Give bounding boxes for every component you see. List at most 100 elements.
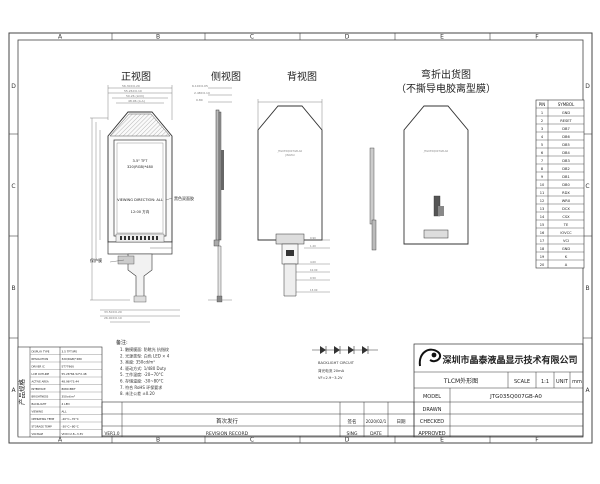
pin-symbol: DB6 [562, 135, 570, 139]
pin-symbol: DB2 [562, 167, 570, 171]
note-line: 2. 光源类型: 白色 LED × 4 [120, 352, 170, 358]
scale-value: 1:1 [541, 379, 549, 385]
row-label: B [11, 285, 15, 292]
pin-symbol: WRX [562, 199, 571, 203]
col-label: D [345, 34, 350, 41]
pin-number: 6 [541, 151, 544, 155]
svg-text:13.00: 13.00 [310, 288, 318, 292]
note-line: 6. 存储温度: -30~80°C [120, 378, 164, 384]
svg-text:0.50: 0.50 [310, 276, 316, 280]
unit-label: UNIT [556, 379, 569, 385]
bent-view-subtitle: （不撕导电胶离型膜） [396, 82, 496, 95]
pin-symbol: DB7 [562, 127, 570, 131]
note-line: 7. 符合 RoHS 环保要求 [120, 384, 162, 390]
checked-label: CHECKED [420, 419, 444, 425]
spec-value: 48.96*73.44 [62, 379, 80, 383]
pin-header: PIN [539, 102, 546, 107]
svg-text:55.26±0.10: 55.26±0.10 [124, 89, 142, 93]
note-line: 5. 工作温度: -20~70°C [120, 371, 164, 377]
spec-key: VIEWING [32, 409, 43, 413]
col-label: E [440, 437, 444, 444]
spec-value: 3.5 TFT/IPS [62, 349, 78, 353]
pin-symbol: DB3 [562, 159, 570, 163]
spec-key: VOLTAGE [32, 432, 44, 436]
front-view-title: 正视图 [121, 70, 151, 83]
spec-value: 350cd/m² [62, 394, 75, 398]
spec-value: 4 LED [62, 402, 70, 406]
note-line: 1. 触摸膜面: 防眩光 抗指纹 [120, 346, 169, 352]
svg-text:6.10±0.05: 6.10±0.05 [192, 84, 208, 88]
revision-record: REVISION RECORD [206, 431, 249, 437]
date-cn: 日期 [397, 419, 406, 425]
pin-number: 15 [540, 223, 545, 227]
front-view: 56.30±0.20 55.26±0.10 50.26 (LCD) 48.96 … [90, 84, 194, 323]
model-value: JTG035Q007GB-A0 [489, 394, 542, 400]
pin-number: 10 [540, 183, 545, 187]
symbol-header: SYMBOL [558, 102, 575, 107]
date-label: DATE [370, 431, 382, 437]
row-label: A [585, 387, 590, 394]
col-label: E [440, 34, 444, 41]
row-label: D [585, 83, 590, 90]
pin-number: 5 [541, 143, 543, 147]
spec-key: STORAGE TEMP [32, 424, 53, 428]
note-line: 3. 亮度: 350cd/m² [120, 359, 155, 365]
backlight-voltage: VF=2.9~3.2V [318, 376, 343, 380]
spec-value: -30°C~80°C [62, 424, 79, 428]
back-view-title: 背视图 [287, 70, 317, 83]
spec-key: DISPLAY TYPE [32, 349, 50, 353]
row-label: D [11, 83, 16, 90]
date-value: 2020/02/1 [366, 419, 387, 424]
pin-symbol: DCX [562, 207, 570, 211]
spec-key: BACKLIGHT [32, 402, 47, 406]
svg-text:50.26 (LCD): 50.26 (LCD) [126, 94, 144, 98]
pin-symbol: K [565, 255, 568, 259]
svg-text:56.30±0.20: 56.30±0.20 [122, 84, 140, 88]
spec-value: VDD=2.8~3.3V [62, 432, 84, 436]
spec-key: INTERFACE [32, 387, 47, 391]
svg-text:26.00±0.10: 26.00±0.10 [104, 316, 122, 320]
svg-text:2.48±0.10: 2.48±0.10 [194, 91, 210, 95]
svg-text:0.90: 0.90 [310, 236, 316, 240]
pin-symbol: A [565, 263, 568, 267]
svg-text:JINGTAI: JINGTAI [284, 153, 295, 157]
pin-symbol: DB5 [562, 143, 570, 147]
col-label: D [345, 437, 350, 444]
drawing-title: TLCM外形图 [443, 377, 478, 385]
svg-text:0.80: 0.80 [196, 98, 203, 102]
col-label: A [58, 437, 63, 444]
pin-symbol: IOVCC [560, 231, 572, 235]
pin-number: 12 [540, 199, 545, 203]
col-label: B [156, 34, 160, 41]
pin-number: 13 [540, 207, 545, 211]
spec-key: OPERATING TEMP [32, 417, 55, 421]
spec-value: 55.26*84.52*2.48 [62, 372, 87, 376]
spec-key: RESOLUTION [32, 357, 49, 361]
pin-symbol: CSX [562, 215, 570, 219]
side-view: 6.10±0.05 2.48±0.10 0.80 [192, 84, 232, 303]
scale-label: SCALE [514, 379, 530, 385]
pin-number: 17 [540, 239, 545, 243]
backlight-label: BACKLIGHT CIRCUIT [318, 361, 355, 365]
pin-number: 14 [540, 215, 545, 219]
pin-symbol: GND [562, 247, 570, 251]
title-block: 首次发行 VER1.0 REVISION RECORD 签名 2020/02/1… [101, 343, 584, 438]
svg-text:4.00: 4.00 [310, 260, 316, 264]
approved-label: APPROVED [418, 431, 445, 437]
svg-text:10.00: 10.00 [310, 268, 318, 272]
col-label: B [156, 437, 160, 444]
spec-value: -20°C~70°C [62, 417, 79, 421]
bent-view-title: 弯折出货图 [421, 68, 471, 81]
pin-symbol: GND [562, 111, 570, 115]
svg-text:JTG035Q007GB-A0: JTG035Q007GB-A0 [423, 149, 449, 153]
spec-key: ACTIVE AREA [32, 379, 49, 383]
side-view-title: 侧视图 [211, 70, 241, 83]
notes-heading: 备注: [116, 339, 128, 346]
version: VER1.0 [104, 431, 119, 436]
pin-number: 11 [540, 191, 545, 195]
pin-number: 4 [541, 135, 544, 139]
col-label: F [535, 34, 539, 41]
